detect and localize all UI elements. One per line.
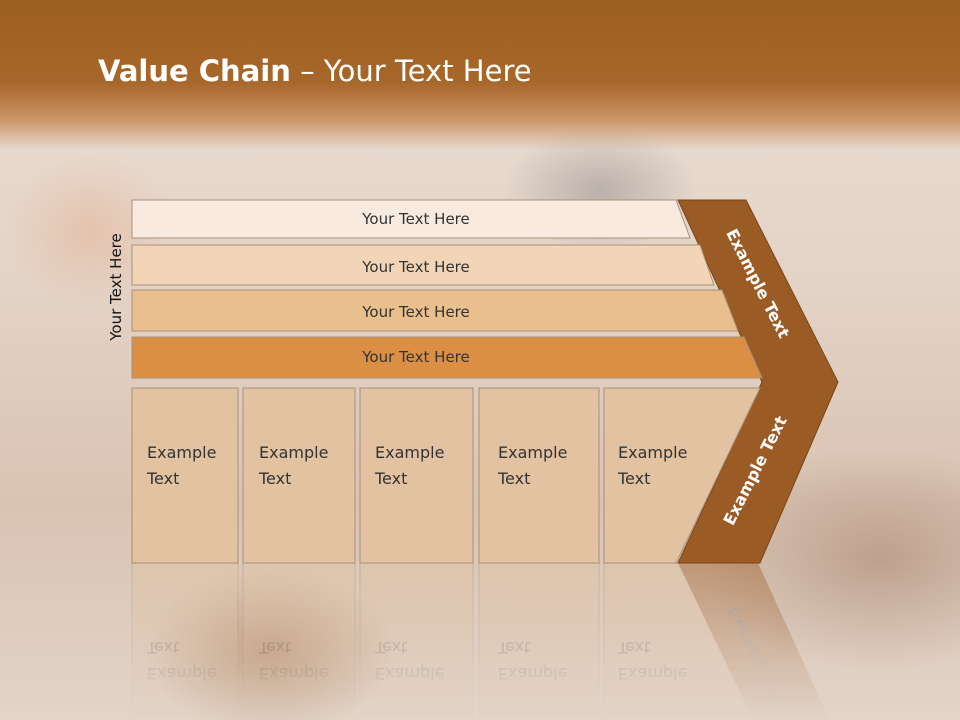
reflection-text-3: Example	[375, 664, 444, 683]
support-bar-4-label: Your Text Here	[361, 348, 469, 366]
support-bar-2-label: Your Text Here	[361, 258, 469, 276]
primary-column-3-line1: Example	[375, 443, 444, 462]
support-bar-1-label: Your Text Here	[361, 210, 469, 228]
slide-title: Value Chain – Your Text Here	[98, 54, 532, 88]
reflection-column-3	[359, 562, 474, 720]
title-bold-part: Value Chain	[98, 54, 291, 88]
reflection-column-2	[242, 562, 356, 720]
reflection-column-1	[131, 562, 239, 720]
primary-column-1-line2: Text	[146, 469, 179, 488]
diagram-reflection: Example Text Example Text Example Text E…	[131, 562, 830, 720]
reflection-text-5: Example	[618, 664, 687, 683]
primary-column-5-line1: Example	[618, 443, 687, 462]
primary-column-2-line2: Text	[258, 469, 291, 488]
primary-column-1	[131, 387, 239, 564]
primary-column-1-line1: Example	[147, 443, 216, 462]
reflection-text-4: Example	[498, 664, 567, 683]
support-bar-4	[131, 336, 763, 379]
title-banner	[0, 0, 960, 150]
reflection-text-2: Example	[259, 664, 328, 683]
reflection-text-5b: Text	[617, 638, 650, 657]
support-bar-3-label: Your Text Here	[361, 303, 469, 321]
primary-column-5	[603, 387, 761, 564]
support-bar-3	[131, 289, 739, 332]
primary-column-3-line2: Text	[374, 469, 407, 488]
primary-column-3	[359, 387, 474, 564]
reflection-text-3b: Text	[374, 638, 407, 657]
reflection-text-4b: Text	[497, 638, 530, 657]
reflection-text-1: Example	[147, 664, 216, 683]
primary-column-5-line2: Text	[617, 469, 650, 488]
primary-column-4-line1: Example	[498, 443, 567, 462]
primary-column-4-line2: Text	[497, 469, 530, 488]
primary-column-2-line1: Example	[259, 443, 328, 462]
reflection-text-1b: Text	[146, 638, 179, 657]
support-bar-2	[131, 244, 715, 286]
primary-column-4	[478, 387, 600, 564]
reflection-chevron-lower	[678, 563, 830, 720]
reflection-text-2b: Text	[258, 638, 291, 657]
reflection-column-4	[478, 562, 600, 720]
support-bar-1	[131, 199, 691, 239]
title-rest-part: – Your Text Here	[290, 54, 532, 88]
chevron-arrow	[677, 199, 839, 564]
primary-column-2	[242, 387, 356, 564]
